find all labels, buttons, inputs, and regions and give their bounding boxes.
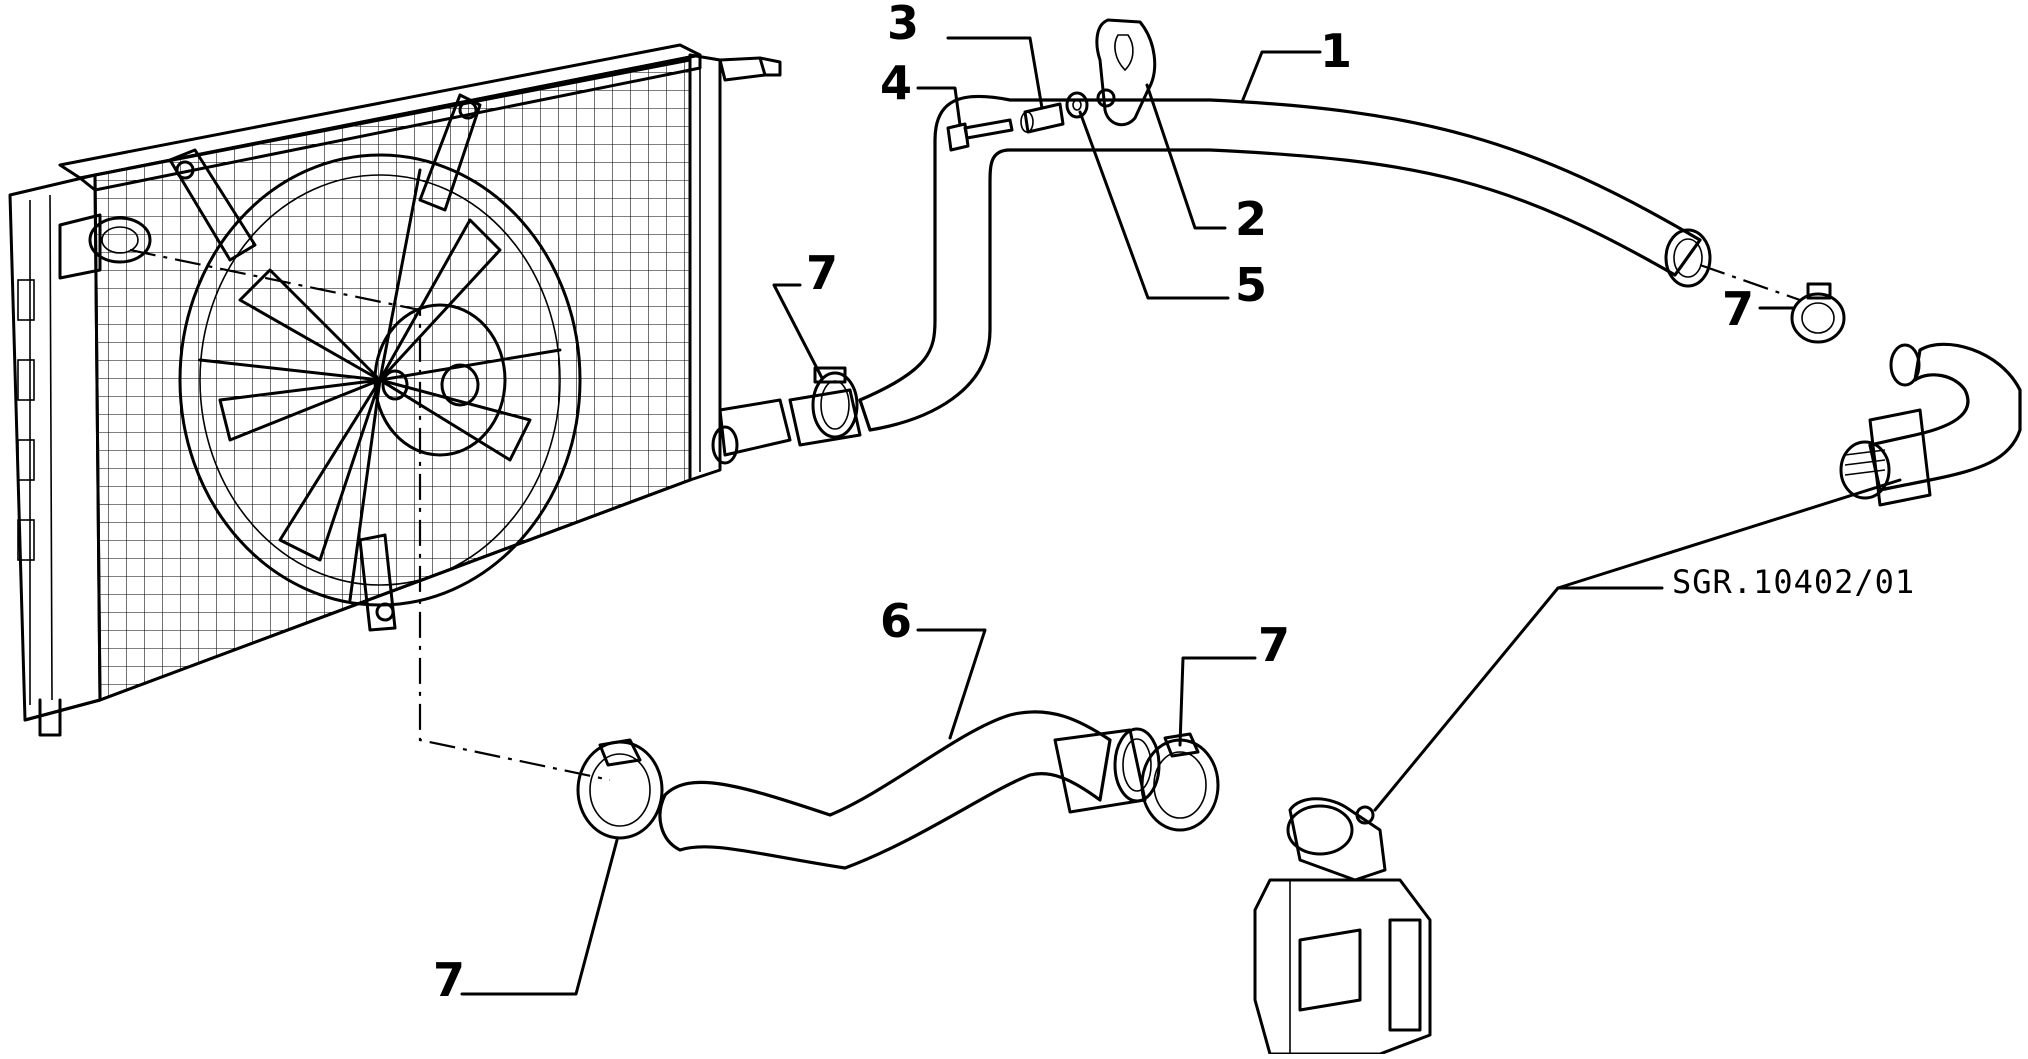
clamp-upper-left — [811, 366, 859, 439]
clamp-lower-left — [576, 738, 664, 840]
callout-5-washer: 5 — [1235, 258, 1268, 312]
callout-1-upper-hose: 1 — [1320, 24, 1353, 78]
upper-hose — [788, 94, 1712, 447]
cooling-fan — [168, 93, 582, 632]
drawing-reference-code: SGR.10402/01 — [1672, 563, 1916, 601]
callout-7-clamp-upper-right: 7 — [1722, 282, 1755, 336]
leader-lines — [460, 36, 1902, 996]
clamp-upper-right — [1790, 282, 1846, 344]
callout-2-bracket: 2 — [1235, 192, 1268, 246]
callout-7-clamp-lower-left: 7 — [433, 953, 466, 1007]
clamp-lower-right — [1140, 732, 1220, 832]
thermostat-housing — [1253, 797, 1432, 1056]
outlet-elbow-pipe — [1839, 342, 2022, 507]
fasteners — [946, 91, 1089, 152]
assembly-centerlines — [129, 248, 1801, 782]
callout-4-bolt: 4 — [880, 56, 913, 110]
callout-6-lower-hose: 6 — [880, 594, 913, 648]
callout-7-clamp-lower-right: 7 — [1258, 618, 1291, 672]
lower-hose — [658, 710, 1161, 870]
callout-7-clamp-upper-left: 7 — [806, 246, 839, 300]
callout-3-spacer: 3 — [887, 0, 920, 50]
bracket — [1095, 18, 1157, 127]
radiator — [8, 43, 792, 737]
